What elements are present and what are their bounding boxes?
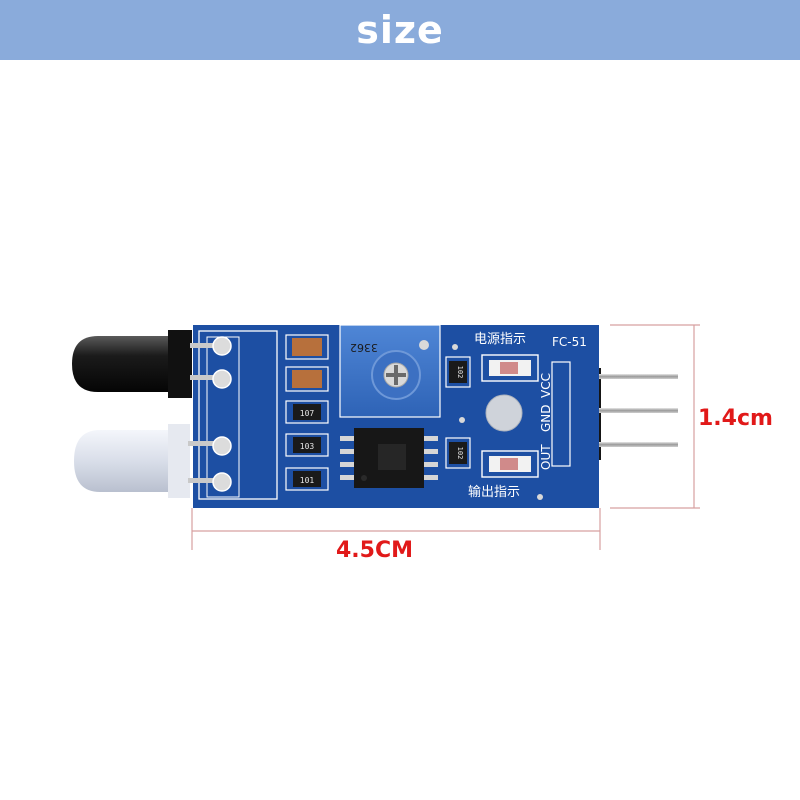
vias xyxy=(452,344,543,500)
resistor-label: 102 xyxy=(456,447,464,460)
resistor-label: 102 xyxy=(456,366,464,379)
output-led-label: 输出指示 xyxy=(468,484,520,500)
resistor-label: 107 xyxy=(300,409,315,418)
ir-emitter-led xyxy=(74,424,224,498)
height-dimension xyxy=(610,324,700,509)
resistor-label: 103 xyxy=(300,442,315,451)
height-label: 1.4cm xyxy=(698,406,773,431)
capacitors xyxy=(285,334,329,392)
header-banner: size xyxy=(0,0,800,60)
pin-label-gnd: GND xyxy=(539,404,553,432)
led-pads xyxy=(212,336,232,492)
ir-receiver-led xyxy=(72,330,226,398)
resistor-label: 101 xyxy=(300,476,315,485)
potentiometer-marking: 3362 xyxy=(350,341,378,354)
output-indicator-led xyxy=(481,450,539,478)
power-indicator-led xyxy=(481,354,539,382)
power-led-label: 电源指示 xyxy=(474,332,526,347)
comparator-chip xyxy=(340,428,438,488)
right-resistors xyxy=(445,356,471,469)
potentiometer xyxy=(339,324,441,418)
width-dimension xyxy=(191,508,601,550)
header-title: size xyxy=(356,8,444,52)
model-label: FC-51 xyxy=(552,335,587,349)
pin-label-vcc: VCC xyxy=(539,373,553,398)
width-label: 4.5CM xyxy=(336,538,414,563)
left-resistors xyxy=(285,400,329,491)
pin-label-out: OUT xyxy=(539,444,553,470)
mounting-hole xyxy=(485,394,523,432)
